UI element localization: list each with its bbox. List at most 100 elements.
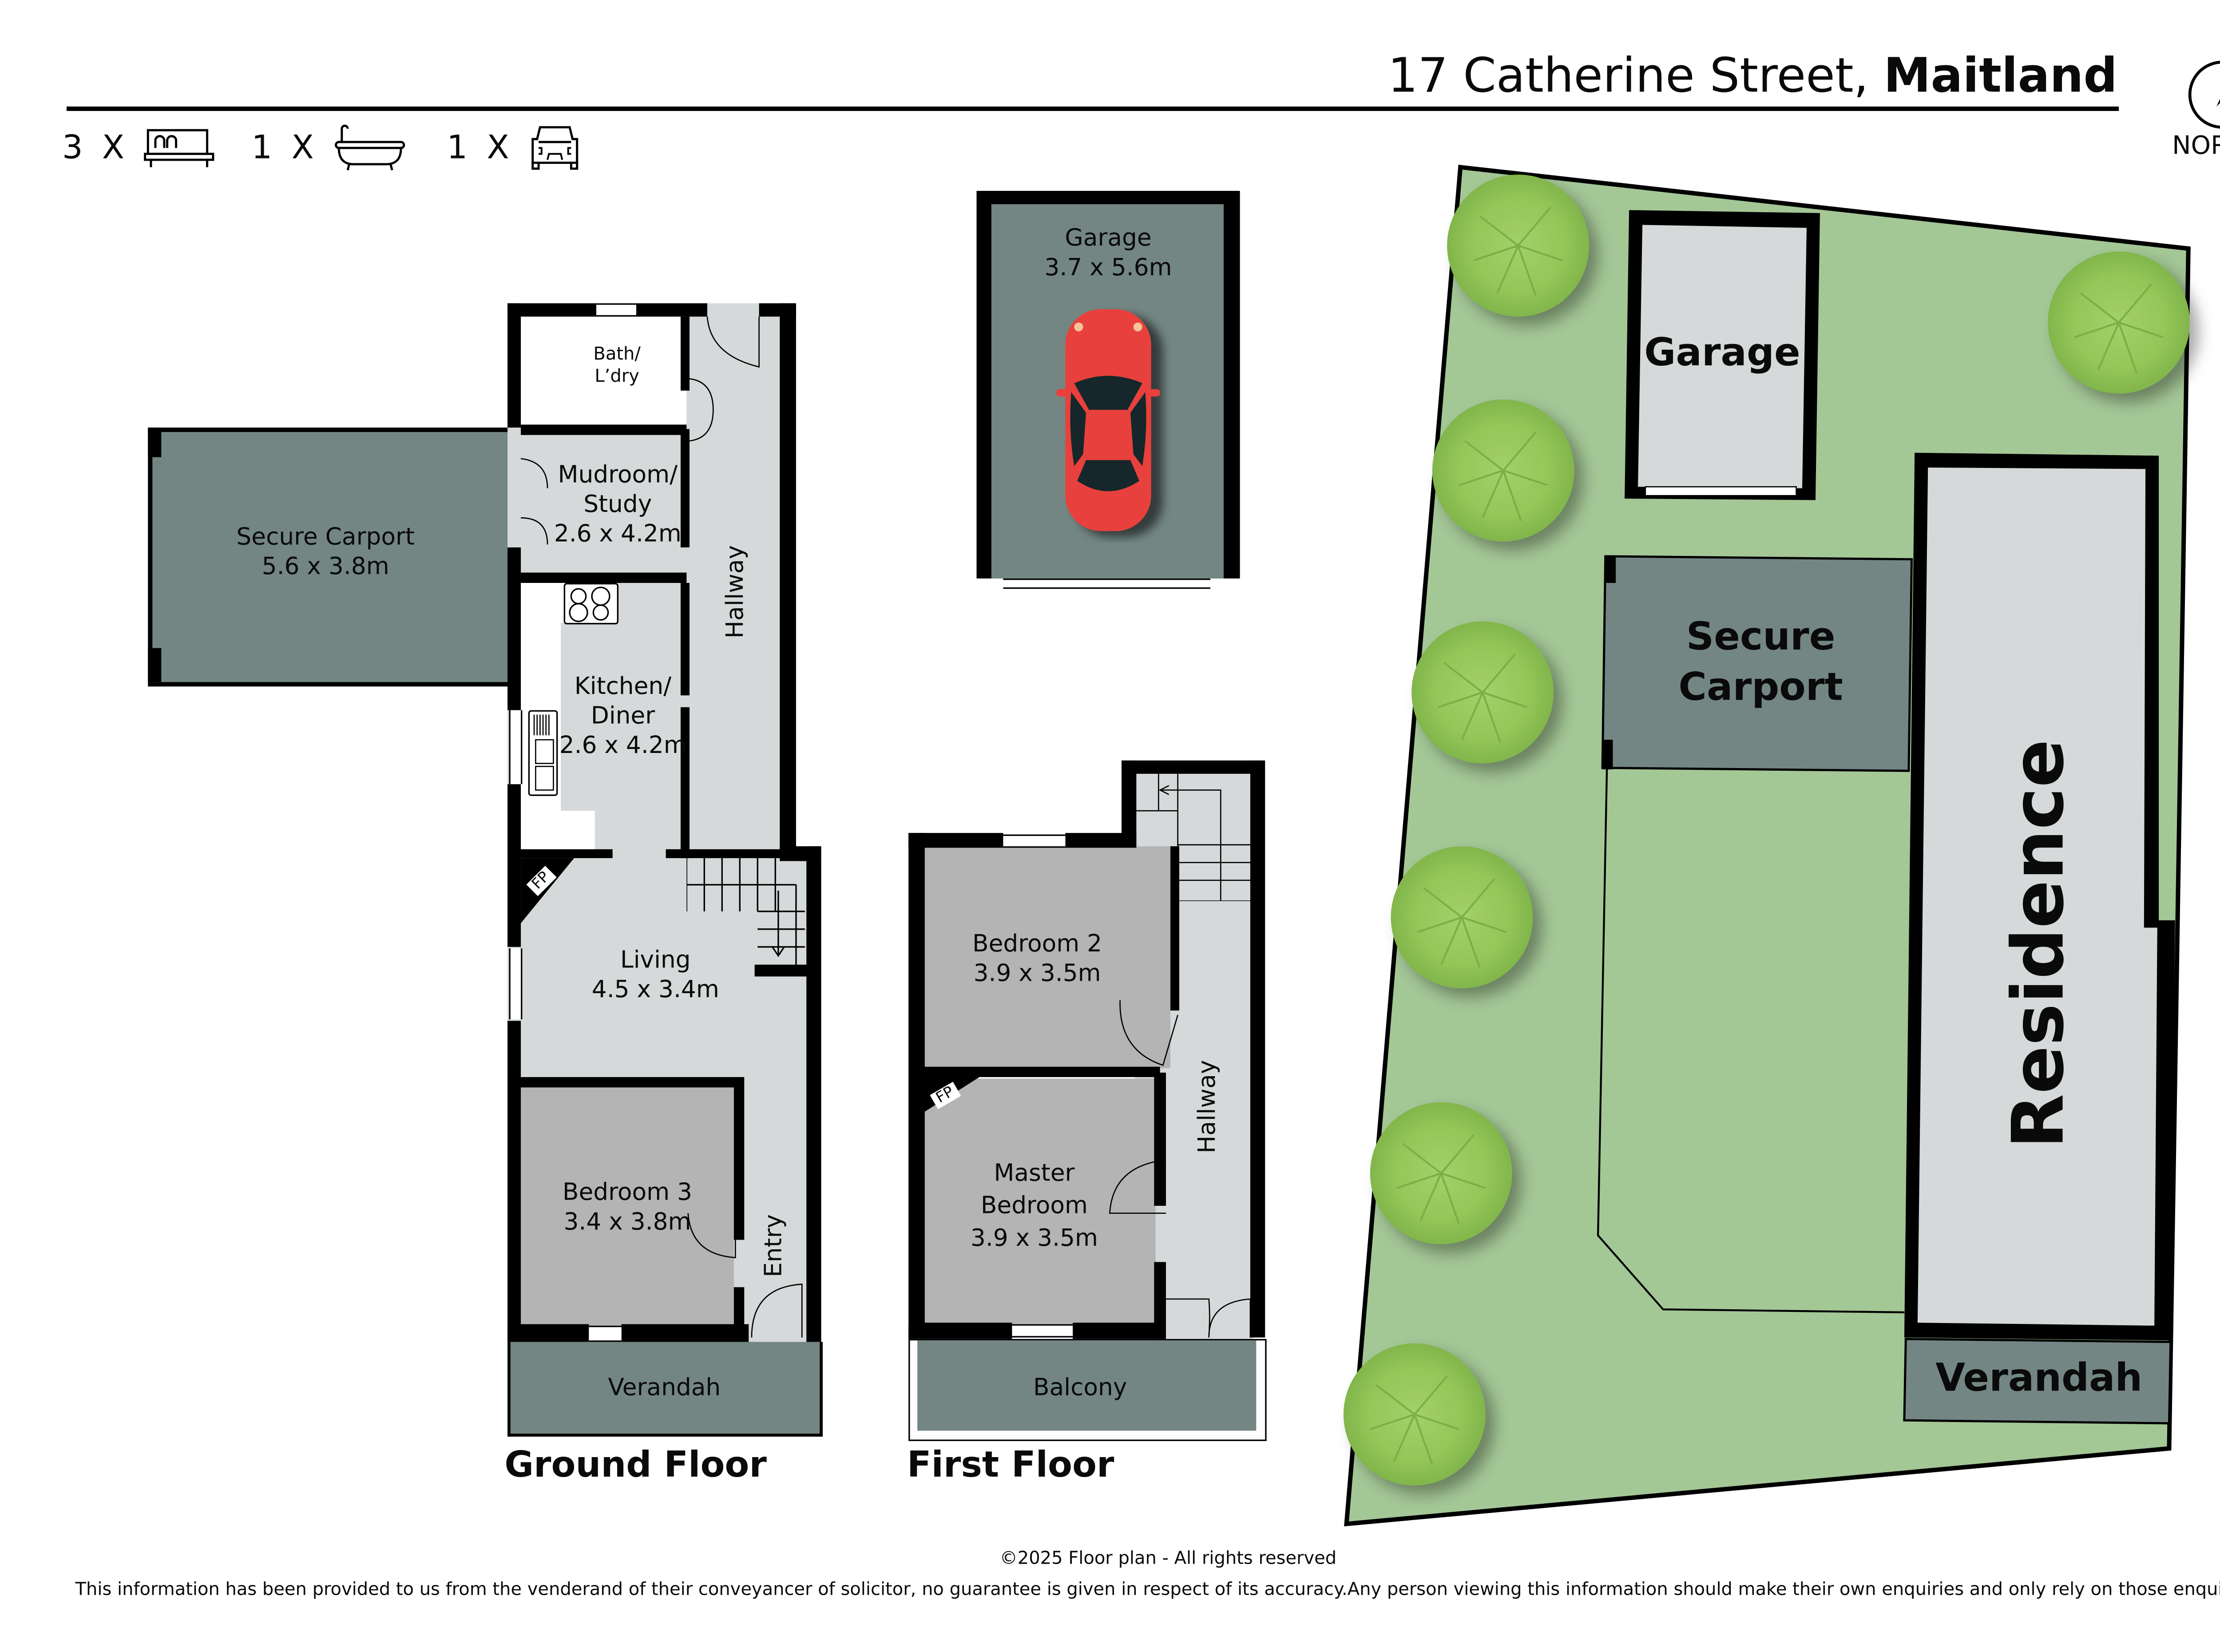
cooktop-icon bbox=[563, 583, 618, 625]
bedroom-3-room bbox=[521, 1084, 734, 1326]
first-floor-title: First Floor bbox=[907, 1444, 1114, 1486]
garage-plan: Garage 3.7 x 5.6m bbox=[976, 190, 1240, 589]
wall bbox=[680, 429, 690, 548]
kitchen-label: Kitchen/ Diner 2.6 x 4.2m bbox=[559, 672, 687, 761]
wall bbox=[923, 1066, 1160, 1078]
wall bbox=[507, 303, 596, 317]
site-carport-line: Carport bbox=[1678, 666, 1843, 710]
room-size: 4.5 x 3.4m bbox=[591, 975, 719, 1003]
wall bbox=[1154, 1073, 1166, 1206]
tree-icon bbox=[2048, 251, 2190, 394]
living-label: Living 4.5 x 3.4m bbox=[582, 945, 729, 1004]
wall bbox=[680, 583, 690, 696]
window bbox=[509, 710, 523, 784]
room-size: 2.6 x 4.2m bbox=[554, 519, 682, 548]
master-bedroom-label: Master Bedroom 3.9 x 3.5m bbox=[947, 1157, 1122, 1255]
bedroom-2-label: Bedroom 2 3.9 x 3.5m bbox=[947, 929, 1128, 988]
wall bbox=[780, 303, 796, 854]
room-name: Diner bbox=[591, 701, 655, 729]
wall bbox=[1170, 846, 1180, 1011]
balcony-floor bbox=[917, 1340, 1257, 1431]
room-name: Bedroom 3 bbox=[562, 1177, 692, 1206]
room-size: 5.6 x 3.8m bbox=[262, 552, 389, 580]
tree-icon bbox=[1432, 399, 1574, 542]
wall bbox=[908, 1323, 1012, 1339]
room-name: Living bbox=[620, 945, 691, 974]
room-size: 3.9 x 3.5m bbox=[973, 959, 1101, 987]
bed-icon bbox=[144, 129, 214, 167]
car-icon bbox=[531, 126, 579, 170]
window bbox=[589, 1325, 622, 1342]
site-garage-label: Garage bbox=[1644, 331, 1800, 376]
copyright-text: ©2025 Floor plan - All rights reserved bbox=[999, 1547, 1337, 1569]
balcony-label: Balcony bbox=[1033, 1373, 1127, 1401]
north-label: NORTH bbox=[2172, 131, 2220, 162]
site-carport-line: Secure bbox=[1686, 615, 1835, 660]
room-name: Study bbox=[583, 490, 652, 518]
window bbox=[596, 303, 636, 317]
garage-door-opening bbox=[1003, 549, 1210, 579]
ground-floor-title: Ground Floor bbox=[504, 1444, 767, 1486]
room-name: L’dry bbox=[595, 365, 639, 386]
tree-icon bbox=[1391, 846, 1533, 989]
wall bbox=[521, 572, 687, 583]
carport-side bbox=[148, 428, 153, 682]
wall bbox=[1073, 1323, 1165, 1339]
balcony bbox=[908, 1339, 1267, 1441]
secure-carport-room bbox=[148, 428, 515, 687]
room-size: 3.4 x 3.8m bbox=[563, 1207, 691, 1236]
wall bbox=[507, 1077, 741, 1088]
bedroom-count: 3 X bbox=[62, 129, 129, 166]
tree-icon bbox=[1447, 174, 1590, 317]
door-swings-first bbox=[1109, 1000, 1251, 1338]
bathtub-icon bbox=[335, 124, 405, 170]
bathroom-count: 1 X bbox=[251, 129, 318, 166]
wall bbox=[621, 1324, 749, 1342]
header-rule bbox=[66, 106, 2119, 111]
window bbox=[509, 948, 523, 1020]
carspace-count: 1 X bbox=[447, 129, 514, 166]
site-verandah-label: Verandah bbox=[1935, 1356, 2143, 1401]
wall bbox=[908, 833, 925, 1339]
wall bbox=[680, 317, 690, 391]
kitchen-counter bbox=[521, 811, 595, 854]
secure-carport-label: Secure Carport 5.6 x 3.8m bbox=[178, 522, 474, 581]
feature-carspaces: 1 X bbox=[447, 124, 581, 172]
bath-laundry-room bbox=[521, 317, 687, 425]
room-name: Bath/ bbox=[593, 343, 641, 364]
fireplace-ground bbox=[521, 858, 575, 923]
wall bbox=[636, 303, 707, 317]
address-street: 17 Catherine Street, bbox=[1388, 47, 1884, 104]
verandah-ground-label: Verandah bbox=[608, 1373, 721, 1401]
feature-bathrooms: 1 X bbox=[252, 124, 407, 172]
window bbox=[1012, 1324, 1073, 1338]
bedroom-2-room bbox=[923, 846, 1171, 1069]
tree-icon bbox=[1370, 1102, 1512, 1244]
room-name: Bedroom bbox=[980, 1191, 1088, 1219]
room-size: 2.6 x 4.2m bbox=[559, 731, 687, 759]
room-size: 3.9 x 3.5m bbox=[970, 1223, 1098, 1252]
wall bbox=[1250, 760, 1265, 1338]
tree-icon bbox=[1343, 1343, 1486, 1486]
north-compass bbox=[2187, 59, 2220, 130]
wall bbox=[507, 303, 521, 428]
mudroom-label: Mudroom/ Study 2.6 x 4.2m bbox=[547, 460, 688, 549]
room-name: Secure Carport bbox=[236, 522, 415, 551]
feature-bedrooms: 3 X bbox=[62, 127, 214, 169]
wall bbox=[1122, 760, 1264, 774]
compass-icon bbox=[2188, 60, 2220, 129]
room-name: Mudroom/ bbox=[558, 460, 678, 488]
room-size: 3.7 x 5.6m bbox=[1044, 253, 1172, 281]
room-name: Master bbox=[994, 1158, 1075, 1187]
stairs-first bbox=[1136, 773, 1252, 901]
door-swings-ground bbox=[520, 317, 803, 1338]
window bbox=[1003, 834, 1066, 848]
disclaimer-text: This information has been provided to us… bbox=[75, 1578, 2220, 1600]
garage-door bbox=[1003, 578, 1210, 589]
verandah-ground bbox=[507, 1342, 823, 1437]
site-residence-label: Residence bbox=[1997, 739, 2081, 1149]
wall bbox=[507, 784, 521, 947]
room-name: Bedroom 2 bbox=[972, 929, 1102, 958]
